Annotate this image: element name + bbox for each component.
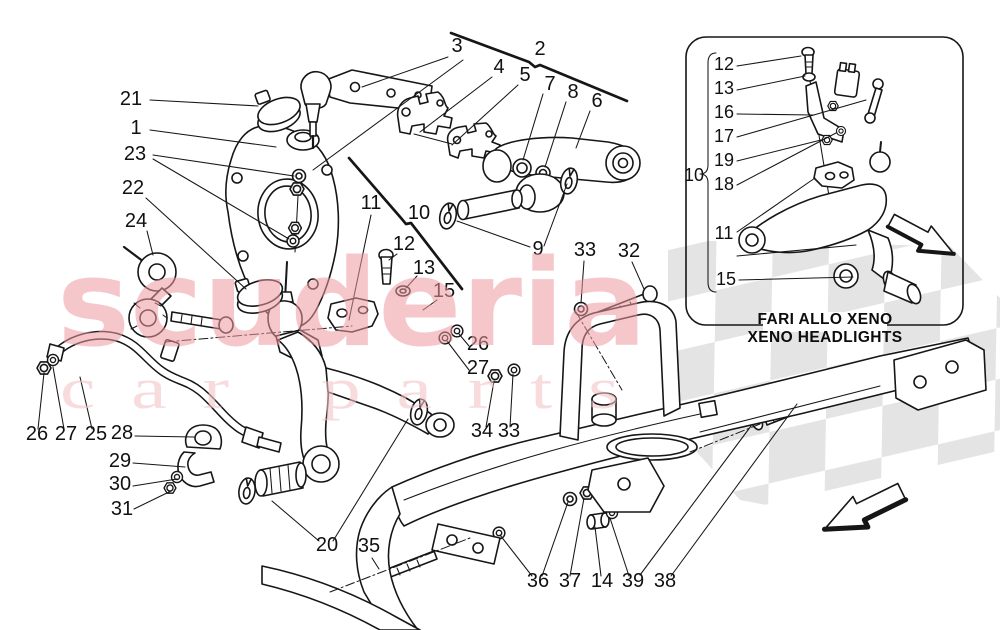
callout-7: 7	[544, 73, 555, 95]
callout-6: 6	[591, 90, 602, 112]
callout-38: 38	[654, 570, 676, 592]
callout-33: 33	[574, 239, 596, 261]
callout-8: 8	[567, 81, 578, 103]
lower-control-arm	[236, 329, 455, 506]
callout-37: 37	[559, 570, 581, 592]
inset-caption-english: XENO HEADLIGHTS	[748, 329, 903, 346]
callout-11: 11	[361, 192, 382, 214]
callout-29: 29	[109, 450, 131, 472]
upper-control-arm	[482, 136, 641, 184]
callout-27: 27	[467, 357, 489, 379]
callout-12: 12	[393, 233, 415, 255]
callout-4: 4	[493, 56, 504, 78]
callout-22: 22	[122, 177, 144, 199]
scuderia-watermark: scuderia car parts	[57, 235, 655, 421]
callout-26b: 26	[26, 423, 48, 445]
callout-25: 25	[85, 423, 107, 445]
callout-2: 2	[534, 38, 545, 60]
callout-24: 24	[125, 210, 147, 232]
inset-callout-16: 16	[714, 102, 734, 122]
callout-39: 39	[622, 570, 644, 592]
callout-26: 26	[467, 333, 489, 355]
inset-callout-18: 18	[714, 174, 734, 194]
anti-roll-bar	[46, 330, 282, 453]
callout-28: 28	[111, 422, 133, 444]
subframe-fasteners-lower	[492, 486, 619, 540]
callout-36: 36	[527, 570, 549, 592]
callout-35: 35	[358, 535, 380, 557]
leader-lines	[37, 56, 798, 577]
centerlines	[164, 311, 761, 593]
arrow-down-right-icon	[885, 213, 956, 256]
arrow-down-left-icon	[821, 482, 909, 532]
callout-20: 20	[316, 534, 338, 556]
callout-14: 14	[591, 570, 613, 592]
stabilizer-drop-link	[122, 245, 234, 338]
headlight-sensor-bracket	[327, 248, 411, 333]
inset-callout-19: 19	[714, 150, 734, 170]
front-subframe	[261, 300, 987, 630]
mount-bracket-plates	[396, 91, 501, 159]
checkered-flag-watermark	[668, 240, 1000, 525]
callout-27b: 27	[55, 423, 77, 445]
inset-callout-12: 12	[714, 54, 734, 74]
callout-3: 3	[451, 35, 462, 57]
callout-9: 9	[532, 238, 543, 260]
lower-ball-joint	[234, 261, 303, 340]
inset-group-label-10: 10	[684, 165, 704, 185]
callout-33b: 33	[498, 420, 520, 442]
inset-callout-11: 11	[715, 223, 734, 243]
bar-bushing-clamp	[163, 424, 223, 494]
callout-1: 1	[130, 117, 141, 139]
watermark-primary-text: scuderia	[57, 235, 647, 374]
inset-callout-15: 15	[716, 269, 736, 289]
inset-callout-13: 13	[714, 78, 734, 98]
inset-drawing	[699, 46, 922, 305]
inset-box	[685, 36, 964, 332]
callout-21: 21	[120, 88, 142, 110]
group-lines	[347, 31, 629, 291]
callout-31: 31	[111, 498, 133, 520]
left-fasteners	[36, 353, 60, 375]
inset-callout-17: 17	[714, 126, 734, 146]
callout-32: 32	[618, 240, 640, 262]
callout-23: 23	[124, 143, 146, 165]
callout-30: 30	[109, 473, 131, 495]
callout-34: 34	[471, 420, 493, 442]
clamp-band-upper	[254, 89, 301, 133]
watermark-secondary-text: car parts	[60, 356, 655, 421]
callout-10: 10	[408, 202, 430, 224]
callout-13: 13	[413, 257, 435, 279]
inset-caption-italian: FARI ALLO XENO	[757, 311, 892, 328]
callout-5: 5	[519, 64, 530, 86]
callout-15: 15	[433, 280, 455, 302]
